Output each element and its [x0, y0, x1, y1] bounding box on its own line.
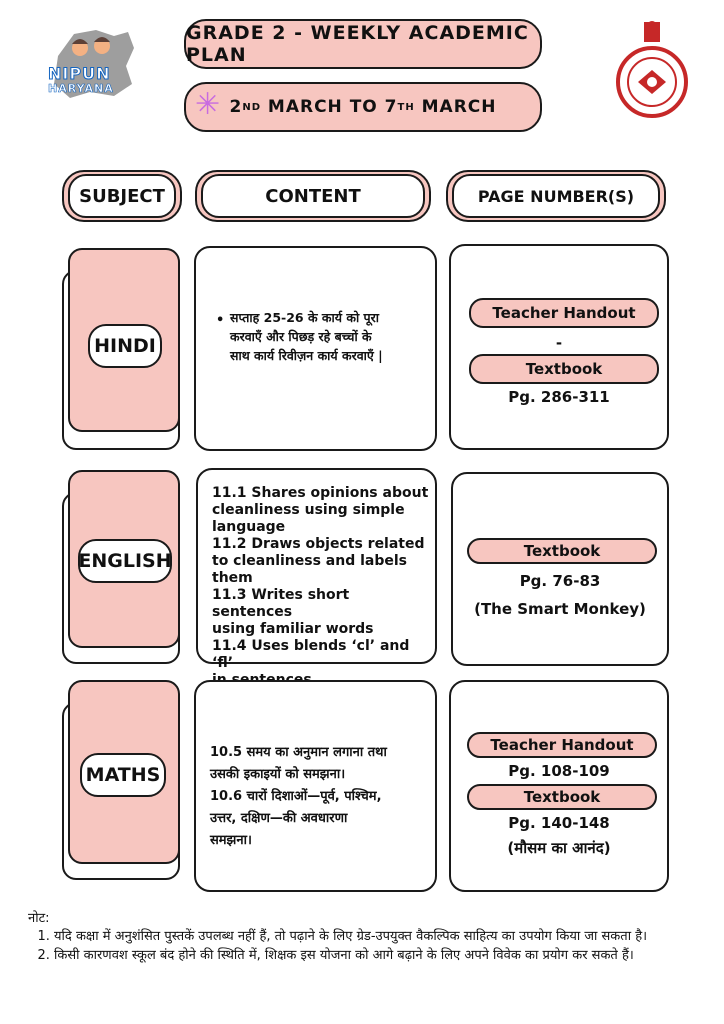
page-number-header: PAGE NUMBER(S)	[452, 174, 660, 218]
hindi-teacher-handout-pages: -	[555, 334, 563, 352]
date-sup-2: TH	[397, 101, 415, 113]
content-line: cleanliness using simple	[212, 502, 405, 518]
notes-section: नोट: यदि कक्षा में अनुशंसित पुस्तकें उपल…	[28, 911, 698, 967]
hindi-teacher-handout-tag: Teacher Handout	[469, 298, 659, 328]
content-line: 11.1 Shares opinions about	[212, 485, 429, 501]
english-textbook-pages: Pg. 76-83	[519, 572, 601, 590]
content-line: 11.2 Draws objects related	[212, 536, 425, 552]
content-line: 11.4 Uses blends ‘cl’ and ‘fl’	[212, 638, 410, 671]
date-prefix: 2	[229, 97, 243, 117]
hindi-pages-card: Teacher Handout - Textbook Pg. 286-311	[449, 244, 669, 450]
subject-header: SUBJECT	[68, 174, 176, 218]
date-sup-1: ND	[242, 101, 261, 113]
content-line: समझना।	[210, 833, 252, 848]
hindi-textbook-pages: Pg. 286-311	[508, 388, 610, 406]
maths-teacher-handout-pages: Pg. 108-109	[508, 762, 610, 780]
content-header: CONTENT	[201, 174, 425, 218]
content-line: to cleanliness and labels	[212, 553, 407, 569]
hindi-content-text: सप्ताह 25-26 के कार्य को पूरा करवाएँ और …	[230, 308, 430, 365]
content-line: उसकी इकाइयों को समझना।	[210, 767, 346, 782]
maths-subject-label: MATHS	[80, 753, 166, 797]
seal-emblem-icon	[616, 21, 688, 118]
content-line: साथ कार्य रिवीज़न कार्य करवाएँ |	[230, 348, 383, 363]
date-suffix: MARCH	[414, 97, 497, 117]
notes-list: यदि कक्षा में अनुशंसित पुस्तकें उपलब्ध न…	[28, 929, 698, 964]
haryana-government-seal	[614, 20, 690, 120]
maths-pages-card: Teacher Handout Pg. 108-109 Textbook Pg.…	[449, 680, 669, 892]
date-mid: MARCH TO 7	[261, 97, 398, 117]
hindi-textbook-tag: Textbook	[469, 354, 659, 384]
english-subject-label: ENGLISH	[78, 539, 172, 583]
content-line: करवाएँ और पिछड़ रहे बच्चों के	[230, 329, 372, 344]
english-pages-card: Textbook Pg. 76-83 (The Smart Monkey)	[451, 472, 669, 666]
english-content-text: 11.1 Shares opinions about cleanliness u…	[212, 485, 434, 689]
english-content-card: 11.1 Shares opinions about cleanliness u…	[196, 468, 437, 688]
maths-teacher-handout-tag: Teacher Handout	[467, 732, 657, 758]
content-line: them	[212, 570, 253, 586]
note-item: यदि कक्षा में अनुशंसित पुस्तकें उपलब्ध न…	[54, 929, 698, 945]
logo-text-haryana: HARYANA	[48, 82, 114, 96]
nipun-haryana-logo: NIPUN HARYANA	[44, 26, 140, 102]
maths-textbook-pages: Pg. 140-148	[508, 814, 610, 832]
notes-label: नोट:	[28, 911, 50, 926]
content-line: using familiar words	[212, 621, 374, 637]
plan-title: GRADE 2 - WEEKLY ACADEMIC PLAN	[184, 19, 542, 69]
logo-text-nipun: NIPUN	[47, 64, 111, 84]
english-textbook-tag: Textbook	[467, 538, 657, 564]
content-line: 11.3 Writes short sentences	[212, 587, 350, 620]
maths-content-text: 10.5 समय का अनुमान लगाना तथा उसकी इकाइयो…	[210, 742, 434, 852]
haryana-map-icon	[54, 30, 134, 98]
content-line: 10.6 चारों दिशाओं—पूर्व, पश्चिम,	[210, 789, 382, 804]
content-line: 10.5 समय का अनुमान लगाना तथा	[210, 745, 387, 760]
english-textbook-chapter: (The Smart Monkey)	[474, 600, 646, 618]
maths-content-card: 10.5 समय का अनुमान लगाना तथा उसकी इकाइयो…	[194, 680, 437, 892]
content-line: सप्ताह 25-26 के कार्य को पूरा	[230, 310, 380, 325]
hindi-content-card: • सप्ताह 25-26 के कार्य को पूरा करवाएँ औ…	[194, 246, 437, 451]
hindi-content-bullet: •	[216, 313, 225, 328]
note-item: किसी कारणवश स्कूल बंद होने की स्थिति में…	[54, 948, 698, 964]
content-line: language	[212, 519, 286, 535]
star-decoration-icon: ✳	[195, 87, 221, 122]
content-line: उत्तर, दक्षिण—की अवधारणा	[210, 811, 348, 826]
maths-textbook-tag: Textbook	[467, 784, 657, 810]
hindi-subject-label: HINDI	[88, 324, 162, 368]
maths-textbook-chapter: (मौसम का आनंद)	[507, 839, 611, 857]
